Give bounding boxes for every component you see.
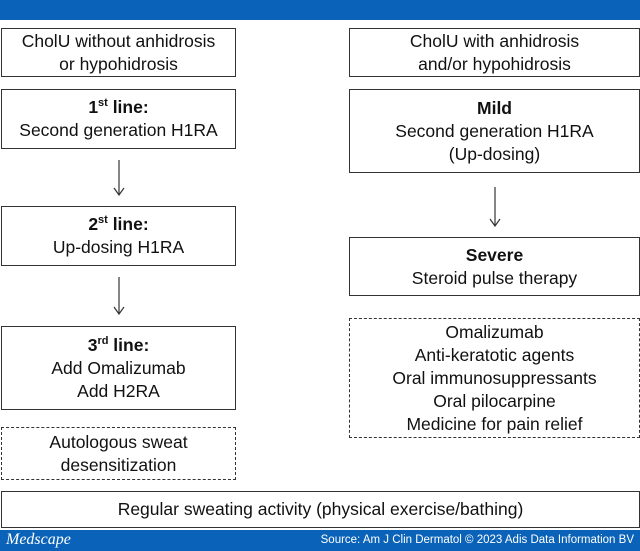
source-credit: Source: Am J Clin Dermatol © 2023 Adis D… xyxy=(320,534,634,546)
right-header-line-2: and/or hypohidrosis xyxy=(418,53,571,74)
first-line-text: Second generation H1RA xyxy=(19,120,218,140)
arrow-down-icon xyxy=(113,160,125,196)
top-brand-bar xyxy=(0,0,640,20)
autologous-box: Autologous sweat desensitization xyxy=(1,427,236,480)
left-header-line-1: CholU without anhidrosis xyxy=(21,30,216,51)
severe-title: Severe xyxy=(465,244,524,265)
mild-text-1: Second generation H1RA xyxy=(395,120,594,141)
mild-box: Mild Second generation H1RA (Up-dosing) xyxy=(349,89,640,173)
severe-box: Severe Steroid pulse therapy xyxy=(349,237,640,296)
severe-text: Steroid pulse therapy xyxy=(411,267,578,288)
mild-text-2: (Up-dosing) xyxy=(448,143,541,164)
mild-title: Mild xyxy=(477,97,512,118)
arrow-down-icon xyxy=(489,187,501,227)
third-line-box: 3rd line: Add Omalizumab Add H2RA xyxy=(1,326,236,410)
other-option-item: Anti-keratotic agents xyxy=(414,344,575,365)
first-line-title: 1st line: xyxy=(88,97,149,117)
second-line-box: 2st line: Up-dosing H1RA xyxy=(1,206,236,266)
third-line-text-2: Add H2RA xyxy=(77,380,160,401)
footer-bar: Medscape Source: Am J Clin Dermatol © 20… xyxy=(0,530,640,551)
second-line-title: 2st line: xyxy=(88,214,149,234)
first-line-box: 1st line: Second generation H1RA xyxy=(1,89,236,149)
medscape-logo[interactable]: Medscape xyxy=(6,531,71,548)
other-option-item: Medicine for pain relief xyxy=(406,413,583,434)
regular-sweating-box: Regular sweating activity (physical exer… xyxy=(1,491,640,528)
other-option-item: Oral immunosuppressants xyxy=(392,367,597,388)
third-line-title: 3rd line: xyxy=(87,334,150,355)
right-header-line-1: CholU with anhidrosis xyxy=(409,30,580,51)
second-line-text: Up-dosing H1RA xyxy=(52,237,185,257)
other-option-item: Omalizumab xyxy=(445,321,544,342)
third-line-text-1: Add Omalizumab xyxy=(51,357,186,378)
regular-sweating-text: Regular sweating activity (physical exer… xyxy=(117,499,524,519)
autologous-line-2: desensitization xyxy=(60,454,177,475)
left-header-box: CholU without anhidrosis or hypohidrosis xyxy=(1,28,236,77)
arrow-down-icon xyxy=(113,277,125,315)
right-header-box: CholU with anhidrosis and/or hypohidrosi… xyxy=(349,28,640,77)
other-options-box: Omalizumab Anti-keratotic agents Oral im… xyxy=(349,318,640,438)
autologous-line-1: Autologous sweat xyxy=(49,431,188,452)
other-option-item: Oral pilocarpine xyxy=(433,390,556,411)
left-header-line-2: or hypohidrosis xyxy=(59,53,178,74)
